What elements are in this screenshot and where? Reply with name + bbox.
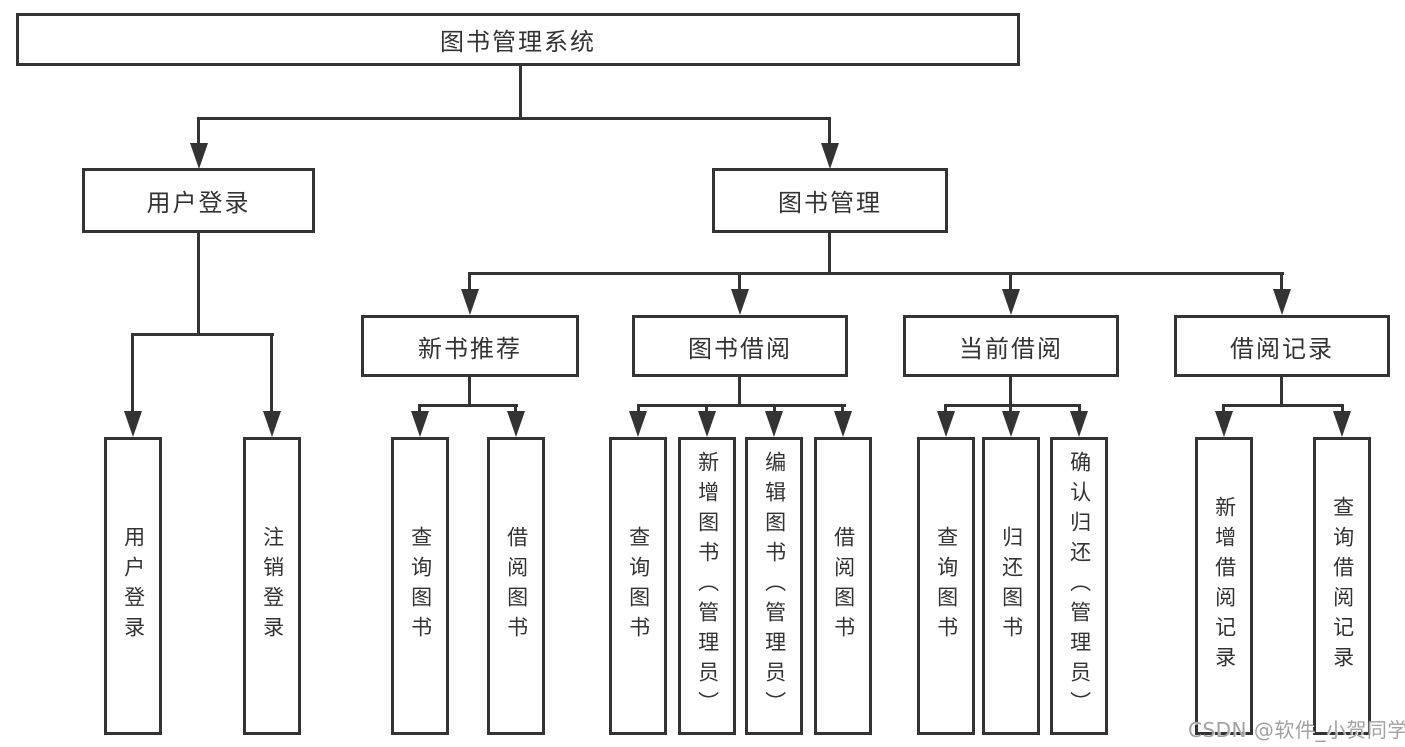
arrow-down-icon [821,143,839,169]
leaf-newbook-borrow-books: 借阅图书 [487,437,545,735]
arrow-down-icon [629,411,647,437]
node-current-borrowing: 当前借阅 [903,315,1119,377]
connector-newbook-hline [418,404,518,407]
leaf-records-add-record: 新增借阅记录 [1195,437,1253,735]
leaf-logout: 注销登录 [243,437,301,735]
node-label: 用户登录 [146,189,251,217]
connector-bookmgmt-stem [1009,272,1012,291]
leaf-label: 归还图书 [999,526,1024,646]
arrow-down-icon [1215,411,1233,437]
leaf-label: 借阅图书 [504,526,529,646]
leaf-borrowing-edit-books-admin: 编辑图书（管理员） [745,437,803,735]
arrow-down-icon [1002,289,1020,315]
connector-borrowing-stem [841,404,844,414]
node-label: 当前借阅 [959,334,1063,363]
node-user-login: 用户登录 [82,168,315,233]
connector-bookmgmt-vline [828,231,831,275]
leaf-borrowing-add-books-admin: 新增图书（管理员） [678,437,736,735]
connector-userlogin-vline [197,231,200,335]
leaf-label: 查询图书 [408,526,433,646]
watermark: CSDN @软件_小贺同学 [1188,718,1405,742]
leaf-label: 编辑图书（管理员） [762,451,787,721]
leaf-label: 查询借阅记录 [1330,496,1355,676]
connector-bookmgmt-stem [468,272,471,291]
connector-root-hline [197,117,831,120]
connector-records-stem [1341,404,1344,414]
connector-borrowing-vline [738,375,741,406]
connector-root-right-stem [828,117,831,145]
arrow-down-icon [731,289,749,315]
leaf-current-return-books: 归还图书 [982,437,1040,735]
connector-records-hline [1222,404,1344,407]
connector-borrowing-stem [705,404,708,414]
connector-current-stem [1078,404,1081,414]
connector-newbook-stem [418,404,421,414]
leaf-current-query-books: 查询图书 [917,437,975,735]
node-label: 图书借阅 [688,334,792,363]
arrow-down-icon [834,411,852,437]
leaf-borrowing-borrow-books: 借阅图书 [814,437,872,735]
arrow-down-icon [1273,289,1291,315]
connector-current-vline [1009,375,1012,406]
leaf-current-confirm-return-admin: 确认归还（管理员） [1050,437,1108,735]
leaf-newbook-query-books: 查询图书 [391,437,449,735]
connector-newbook-stem [514,404,517,414]
connector-current-stem [944,404,947,414]
connector-current-stem [1009,404,1012,414]
connector-bookmgmt-hline [468,272,1284,275]
node-book-borrowing: 图书借阅 [632,315,848,377]
leaf-records-query-record: 查询借阅记录 [1313,437,1371,735]
arrow-down-icon [1070,411,1088,437]
arrow-down-icon [263,411,281,437]
connector-bookmgmt-stem [738,272,741,291]
leaf-borrowing-query-books: 查询图书 [609,437,667,735]
connector-current-hline [944,404,1081,407]
arrow-down-icon [124,411,142,437]
connector-borrowing-hline [637,404,846,407]
connector-userlogin-stem [131,333,134,413]
arrow-down-icon [1002,411,1020,437]
node-label: 新书推荐 [418,334,522,363]
connector-newbook-vline [468,375,471,406]
leaf-label: 借阅图书 [831,526,856,646]
connector-userlogin-hline [131,333,274,336]
node-borrowing-records: 借阅记录 [1174,315,1390,377]
node-library-management-system: 图书管理系统 [16,13,1020,66]
arrow-down-icon [698,411,716,437]
leaf-label: 确认归还（管理员） [1067,451,1092,721]
leaf-user-login: 用户登录 [104,437,162,735]
leaf-label: 注销登录 [260,526,285,646]
arrow-down-icon [937,411,955,437]
connector-borrowing-stem [637,404,640,414]
arrow-down-icon [411,411,429,437]
connector-root-vline [519,64,522,119]
arrow-down-icon [461,289,479,315]
leaf-label: 新增图书（管理员） [695,451,720,721]
connector-records-stem [1222,404,1225,414]
arrow-down-icon [1333,411,1351,437]
connector-records-vline [1280,375,1283,406]
node-label: 图书管理系统 [440,28,596,56]
node-label: 图书管理 [778,189,882,217]
node-book-management: 图书管理 [712,168,948,233]
leaf-label: 查询图书 [934,526,959,646]
arrow-down-icon [765,411,783,437]
connector-root-left-stem [197,117,200,145]
arrow-down-icon [190,143,208,169]
leaf-label: 用户登录 [121,526,146,646]
leaf-label: 查询图书 [626,526,651,646]
connector-userlogin-stem [270,333,273,413]
arrow-down-icon [507,411,525,437]
leaf-label: 新增借阅记录 [1212,496,1237,676]
node-new-book-recommendation: 新书推荐 [361,315,579,377]
node-label: 借阅记录 [1230,334,1334,363]
connector-bookmgmt-stem [1280,272,1283,291]
connector-borrowing-stem [773,404,776,414]
